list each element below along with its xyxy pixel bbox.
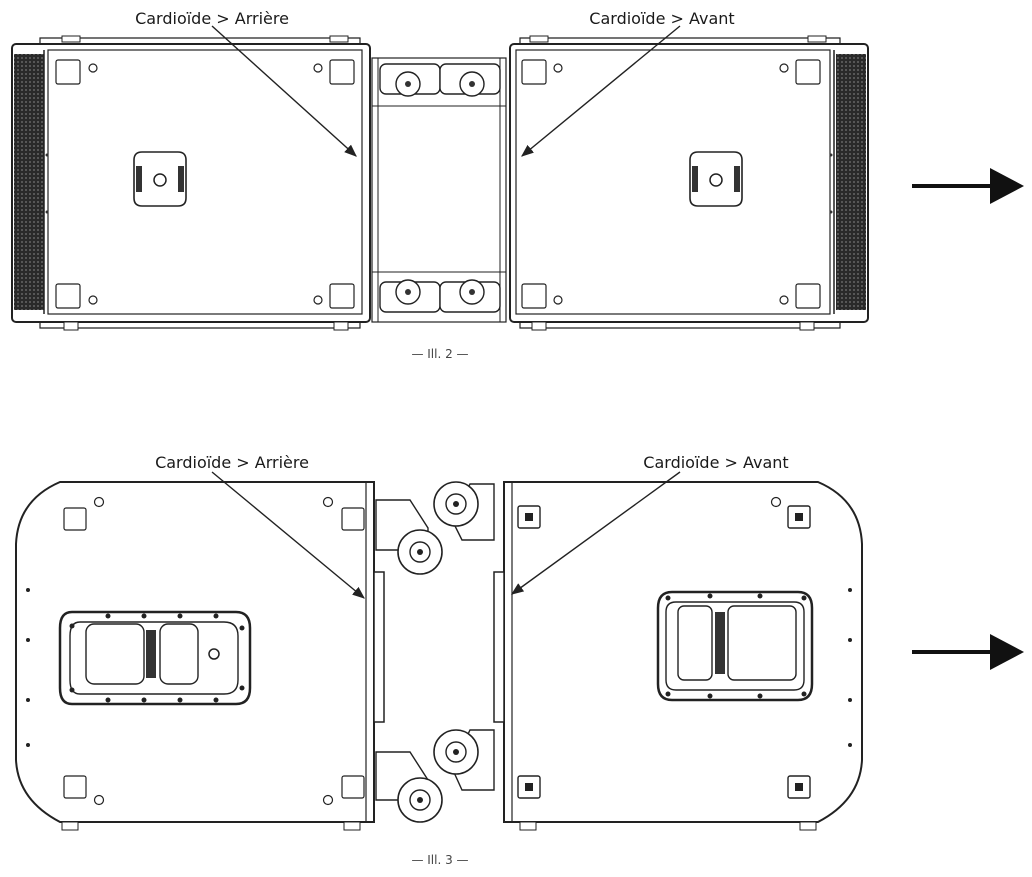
rear-label: Cardioïde > Arrière [135, 9, 289, 28]
right-arrow-icon [912, 168, 1024, 204]
speaker-grille [836, 54, 866, 310]
pole-mount-socket [133, 151, 187, 207]
rear-callout-arrow [211, 471, 365, 599]
caster-wheel [433, 481, 495, 541]
figure-3: Cardioïde > Arrière Cardioïde > Avant — … [15, 453, 1024, 867]
caster-wheel [379, 279, 501, 313]
figure-caption: — Ill. 2 — [411, 347, 468, 361]
handle-recess [58, 610, 252, 706]
speaker-grille [14, 54, 44, 310]
right-subwoofer-cabinet [509, 35, 869, 331]
coupling-bracket [371, 57, 507, 323]
figure-2: Cardioïde > Arrière Cardioïde > Avant — … [11, 9, 1024, 361]
caster-wheel [375, 751, 443, 823]
left-subwoofer-cabinet [15, 481, 385, 831]
front-label: Cardioïde > Avant [589, 9, 734, 28]
figure-caption: — Ill. 3 — [411, 853, 468, 867]
rear-label: Cardioïde > Arrière [155, 453, 309, 472]
handle-recess [656, 590, 814, 702]
pole-mount-socket [689, 151, 743, 207]
front-callout-arrow [510, 471, 681, 595]
right-arrow-icon [912, 634, 1024, 670]
right-subwoofer-cabinet [493, 481, 863, 831]
front-callout-arrow [521, 25, 681, 157]
front-label: Cardioïde > Avant [643, 453, 788, 472]
caster-wheel [433, 729, 495, 791]
caster-wheel [375, 499, 443, 575]
left-subwoofer-cabinet [11, 35, 371, 331]
caster-wheel [379, 63, 501, 97]
rear-callout-arrow [211, 25, 357, 157]
